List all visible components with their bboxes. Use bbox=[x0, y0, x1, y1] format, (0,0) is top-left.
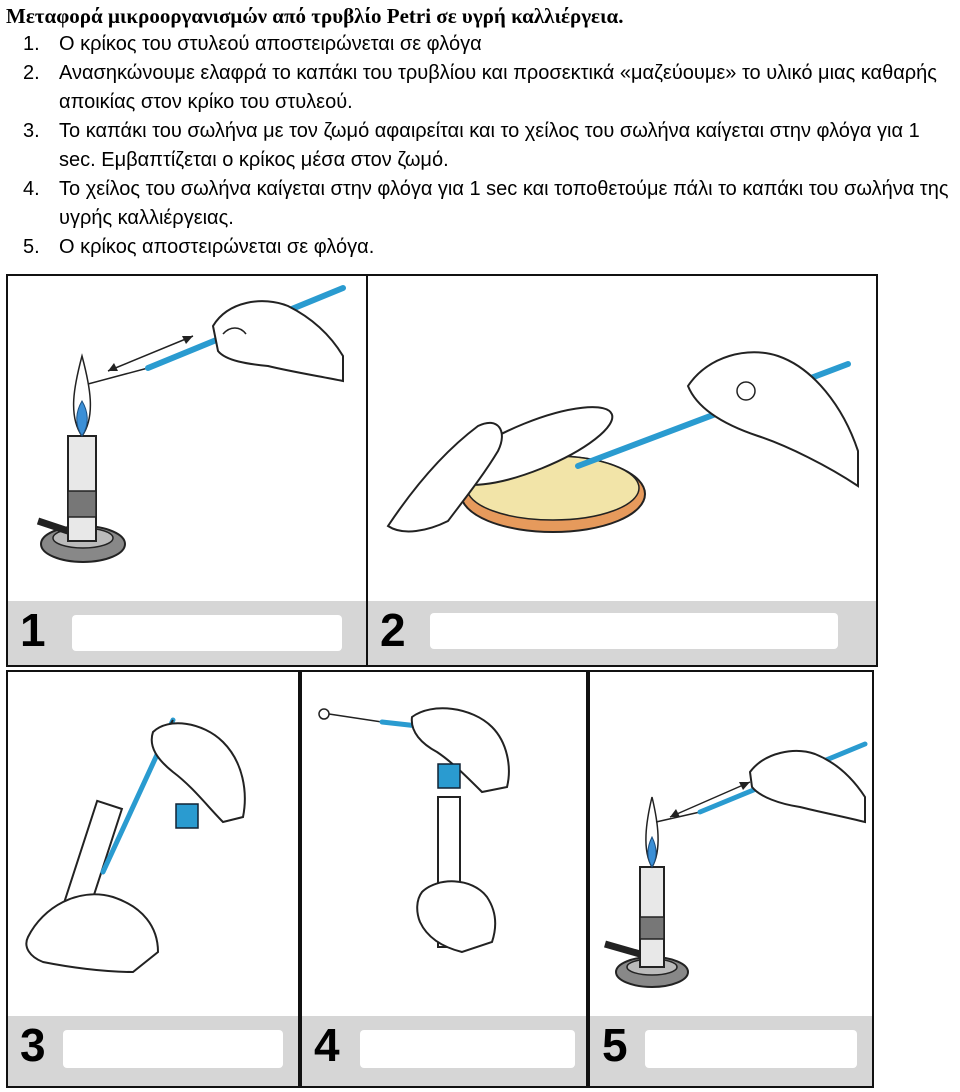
panel-5: 5 bbox=[588, 670, 874, 1088]
label-box bbox=[645, 1030, 857, 1068]
step-text: Ανασηκώνουμε ελαφρά το καπάκι του τρυβλί… bbox=[59, 62, 937, 113]
panel-label-strip: 2 bbox=[368, 601, 876, 665]
page-title: Μεταφορά μικροοργανισμών από τρυβλίο Pet… bbox=[6, 2, 956, 30]
step-item: 4. Το χείλος του σωλήνα καίγεται στην φλό… bbox=[6, 175, 956, 233]
step-number: 1. bbox=[23, 30, 40, 59]
step-number: 3. bbox=[23, 117, 40, 146]
panel-number: 5 bbox=[602, 1022, 628, 1068]
step-text: Ο κρίκος αποστειρώνεται σε φλόγα. bbox=[59, 236, 374, 258]
step-text: Το καπάκι του σωλήνα με τον ζωμό αφαιρεί… bbox=[59, 120, 920, 171]
label-box bbox=[360, 1030, 575, 1068]
step-text: Το χείλος του σωλήνα καίγεται στην φλόγα… bbox=[59, 178, 948, 229]
panel-number: 1 bbox=[20, 607, 46, 653]
panel-label-strip: 1 bbox=[8, 601, 366, 665]
step-number: 5. bbox=[23, 233, 40, 262]
panel-number: 2 bbox=[380, 607, 406, 653]
step-item: 2. Ανασηκώνουμε ελαφρά το καπάκι του τρυβ… bbox=[6, 59, 956, 117]
step-number: 2. bbox=[23, 59, 40, 88]
panel-number: 3 bbox=[20, 1022, 46, 1068]
step-item: 3. Το καπάκι του σωλήνα με τον ζωμό αφαιρ… bbox=[6, 117, 956, 175]
panel-label-strip: 3 bbox=[8, 1016, 298, 1086]
instructions-text: Μεταφορά μικροοργανισμών από τρυβλίο Pet… bbox=[6, 2, 956, 262]
panel-2: 2 bbox=[366, 274, 878, 667]
steps-list: 1. Ο κρίκος του στυλεού αποστειρώνεται σε… bbox=[6, 30, 956, 262]
panel-4: 4 bbox=[300, 670, 588, 1088]
panel-label-strip: 4 bbox=[302, 1016, 586, 1086]
step-item: 1. Ο κρίκος του στυλεού αποστειρώνεται σε… bbox=[6, 30, 956, 59]
label-box bbox=[63, 1030, 283, 1068]
step-text: Ο κρίκος του στυλεού αποστειρώνεται σε φ… bbox=[59, 33, 482, 55]
label-box bbox=[430, 613, 838, 649]
label-box bbox=[72, 615, 342, 651]
panel-3: 3 bbox=[6, 670, 300, 1088]
step-item: 5. Ο κρίκος αποστειρώνεται σε φλόγα. bbox=[6, 233, 956, 262]
panel-number: 4 bbox=[314, 1022, 340, 1068]
panel-1: 1 bbox=[6, 274, 368, 667]
step-number: 4. bbox=[23, 175, 40, 204]
panel-label-strip: 5 bbox=[590, 1016, 872, 1086]
